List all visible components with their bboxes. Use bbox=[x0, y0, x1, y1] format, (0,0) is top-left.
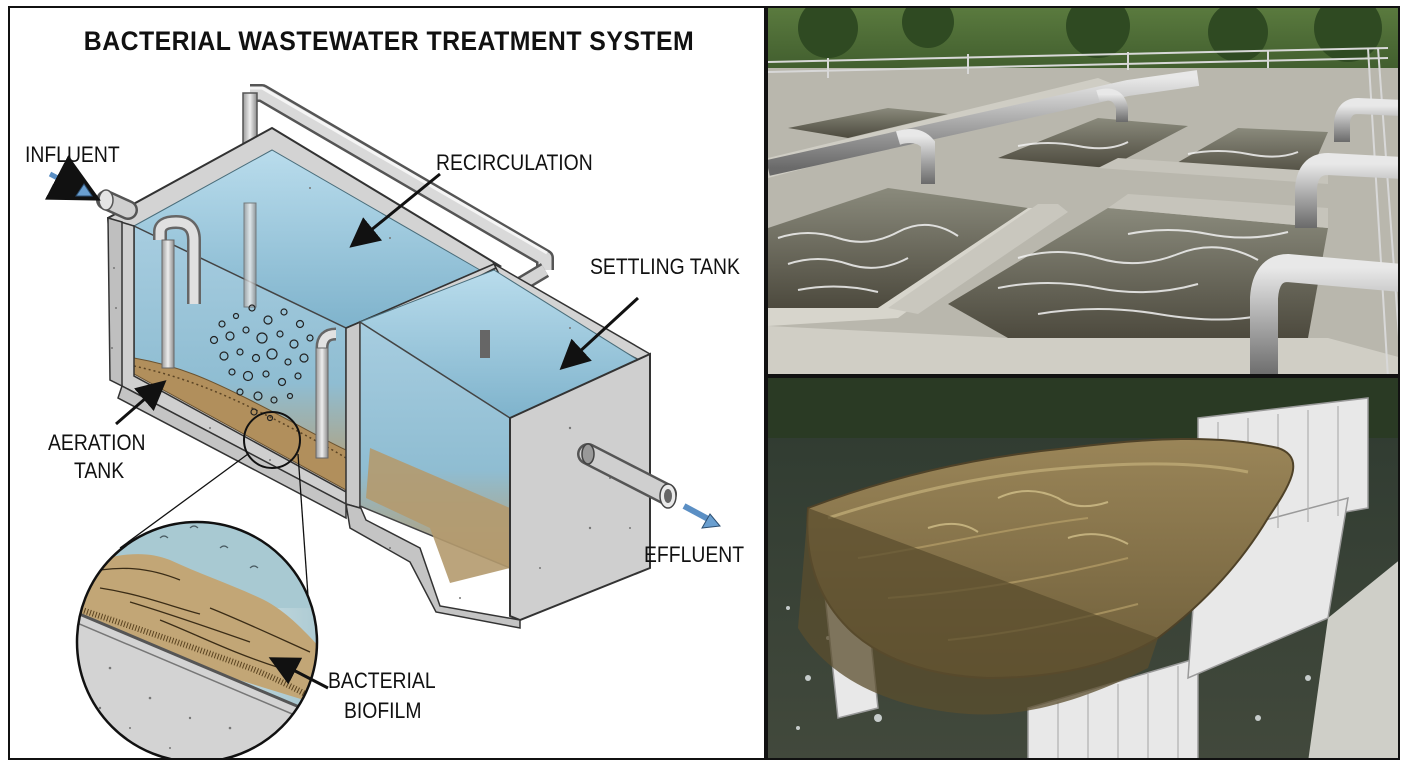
influent-pipe bbox=[96, 189, 138, 220]
concrete-texture bbox=[111, 187, 631, 599]
divider-wall bbox=[345, 263, 495, 509]
settling-tank-label: SETTLING TANK bbox=[590, 254, 740, 279]
tank-schematic bbox=[44, 84, 721, 758]
biofilm-label-line1: BACTERIAL bbox=[328, 668, 436, 693]
aeration-tank-label-line1: AERATION bbox=[48, 430, 146, 455]
aeration-tank-label-line2: TANK bbox=[74, 458, 125, 483]
biofilm-leader bbox=[268, 657, 329, 690]
air-bubbles bbox=[209, 304, 314, 422]
effluent-arrow bbox=[701, 513, 721, 529]
recirculation-leader bbox=[349, 172, 441, 248]
recirculation-label: RECIRCULATION bbox=[436, 150, 593, 175]
settling-tank bbox=[107, 217, 651, 629]
influent-label: INFLUENT bbox=[25, 142, 120, 167]
aeration-leader bbox=[115, 380, 167, 426]
biofilm-carrier-photo bbox=[766, 376, 1400, 760]
magnifier-focus bbox=[243, 411, 301, 469]
biofilm-label-line2: BIOFILM bbox=[344, 698, 422, 723]
aeration-basins-photo bbox=[766, 6, 1400, 376]
effluent-pipe bbox=[577, 443, 677, 509]
settling-leader bbox=[559, 296, 640, 371]
effluent-label: EFFLUENT bbox=[644, 542, 745, 567]
diagram-panel: BACTERIAL WASTEWATER TREATMENT SYSTEM bbox=[8, 6, 766, 760]
biofilm-closeup bbox=[75, 520, 319, 758]
diagram-title: BACTERIAL WASTEWATER TREATMENT SYSTEM bbox=[83, 26, 695, 56]
